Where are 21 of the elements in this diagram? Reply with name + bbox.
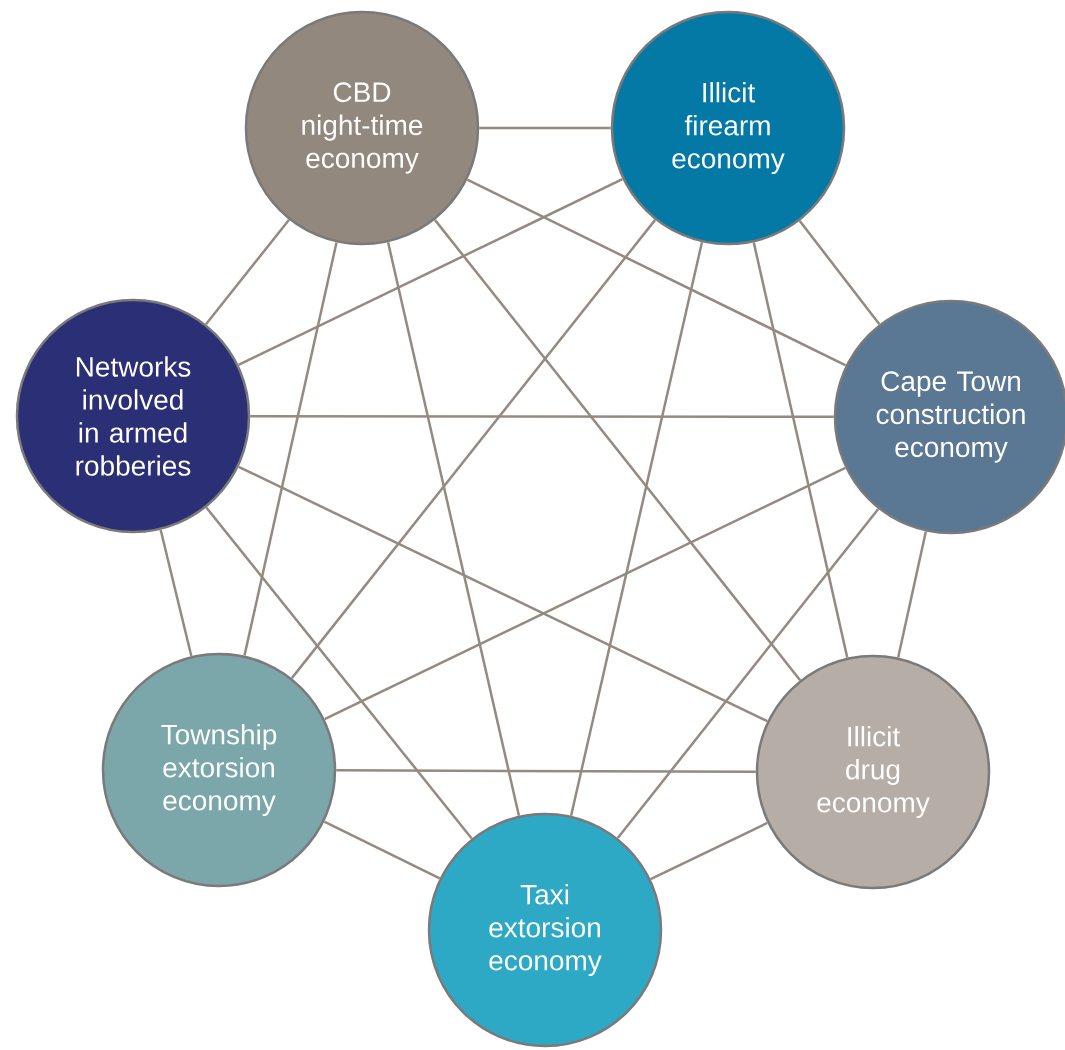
connector-line	[290, 219, 657, 679]
connector-line	[159, 529, 193, 657]
connector-line	[205, 506, 473, 840]
connector-line	[433, 219, 802, 681]
connector-line	[569, 242, 704, 816]
connector-line	[479, 126, 611, 130]
connector-line	[336, 769, 756, 773]
connector-line	[323, 820, 441, 880]
connector-line	[896, 531, 928, 658]
connector-line	[324, 466, 846, 721]
connector-line	[798, 220, 881, 325]
connector-line	[616, 508, 880, 839]
connector-line	[238, 177, 624, 367]
connector-line	[250, 414, 834, 419]
connector-line	[752, 242, 849, 658]
connector-line	[238, 465, 768, 723]
connector-line	[650, 821, 768, 881]
connector-line	[386, 242, 521, 816]
connector-line	[466, 178, 847, 367]
connector-line	[243, 242, 338, 656]
connector-line	[205, 219, 290, 325]
